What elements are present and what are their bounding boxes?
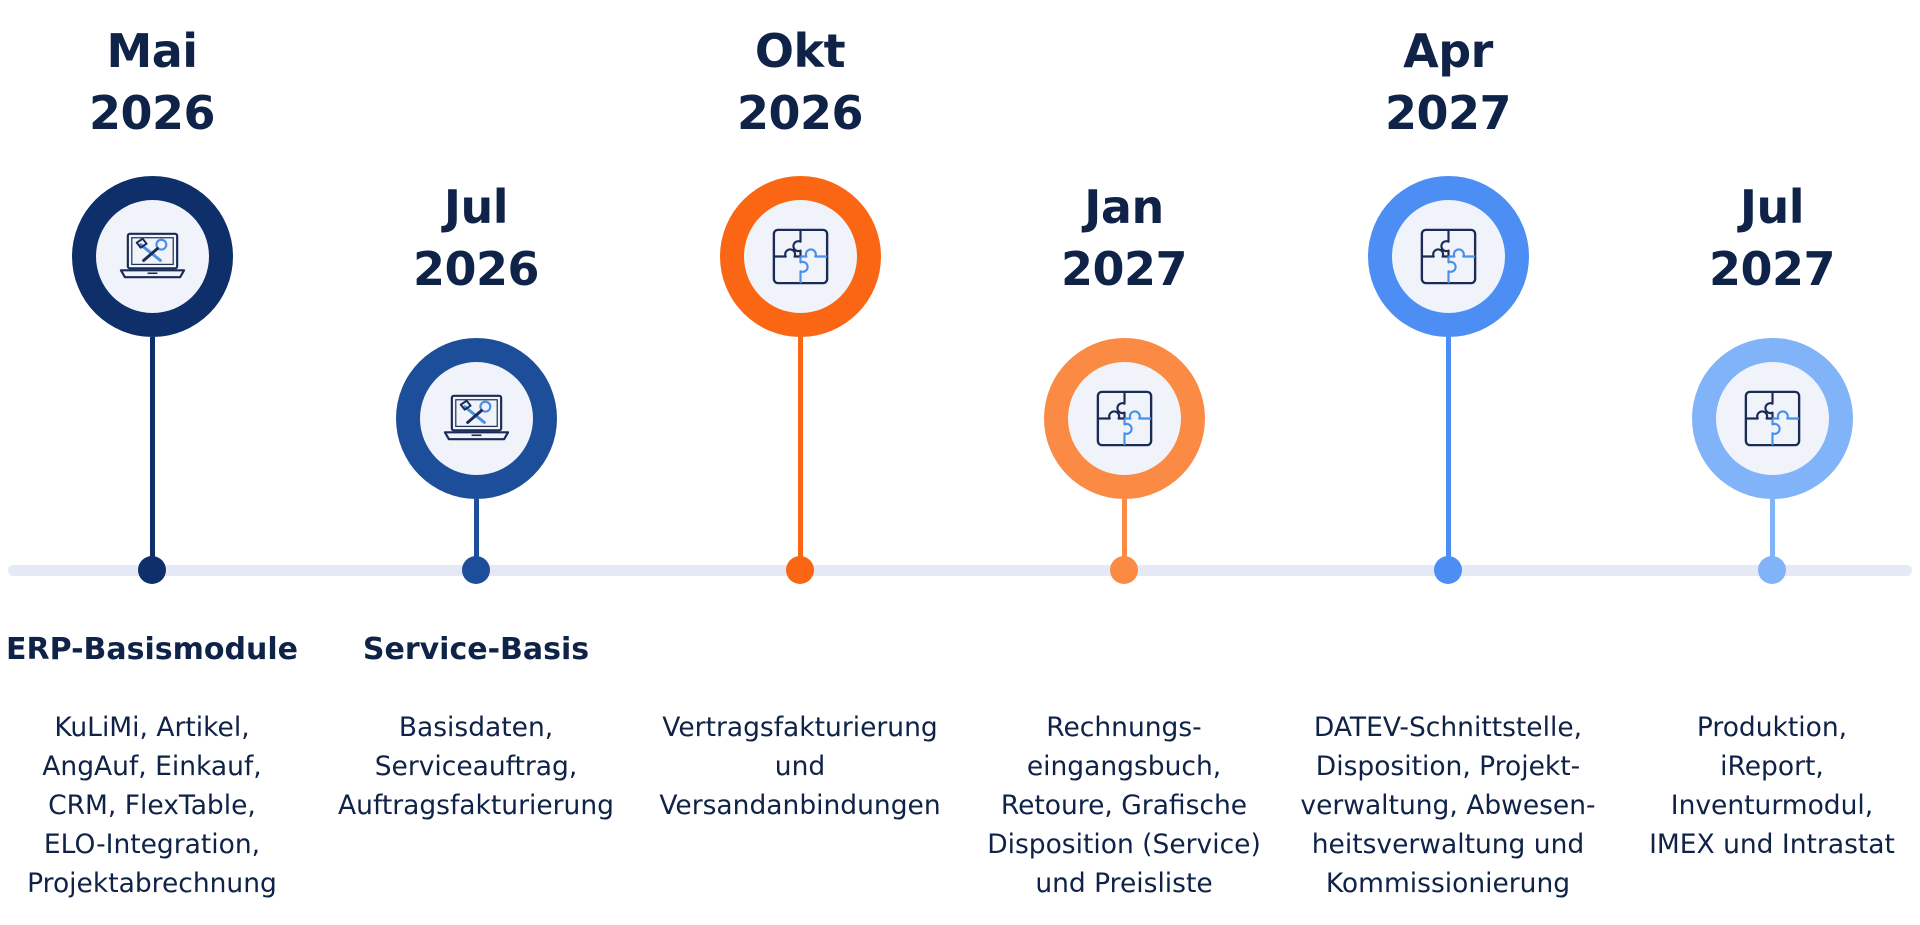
milestone-month: Apr [1403,24,1493,78]
milestone-description-line: ELO-Integration, [43,829,261,860]
milestone-connector [149,337,155,570]
milestone-icon-badge [419,362,533,475]
milestone-month: Jul [443,180,509,234]
milestone-month: Jan [1084,180,1164,234]
milestone-icon-badge [95,200,209,313]
milestone-description-line: KuLiMi, Artikel, [54,712,250,743]
milestone-dot [1110,556,1138,584]
milestone-year: 2026 [412,242,540,296]
puzzle-icon [1420,228,1476,285]
milestone-description-line: Disposition, Projekt- [1315,751,1581,782]
milestone-marker [1691,338,1853,499]
milestone-description-line: und Preisliste [1035,868,1213,899]
milestone-marker [395,338,557,499]
milestone-icon-badge [743,200,857,313]
milestone-year: 2027 [1384,86,1512,140]
milestone-marker [1043,338,1205,499]
milestone-description-line: Basisdaten, [398,712,554,743]
milestone-icon-badge [1715,362,1829,475]
puzzle-icon [1096,390,1152,447]
milestone-marker [1367,176,1529,337]
milestone-month: Jul [1739,180,1805,234]
milestone-icon-badge [1067,362,1181,475]
puzzle-icon [1744,390,1800,447]
milestone-connector [1445,337,1451,570]
milestone-description-line: Kommissionierung [1325,868,1571,899]
milestone-description: Rechnungs-eingangsbuch, Retoure, Grafisch… [969,708,1279,903]
milestone-description-line: Auftragsfakturierung [338,790,614,821]
milestone-marker [719,176,881,337]
milestone-description-line: verwaltung, Abwesen- [1300,790,1596,821]
milestone-description-line: Produktion, [1696,712,1848,743]
milestone-description-line: und [774,751,826,782]
milestone-title: Service-Basis [362,632,590,667]
milestone-description-line: Versandanbindungen [659,790,941,821]
milestone-date: Jul 2026 [316,176,636,300]
milestone-month: Mai [106,24,198,78]
milestone-connector [473,499,479,570]
milestone-dot [1434,556,1462,584]
milestone-description-line: Vertragsfakturierung [662,712,938,743]
milestone-description-line: IMEX und Intrastat [1649,829,1895,860]
milestone-description-line: Rechnungs- [1046,712,1202,743]
milestone-date: Mai 2026 [0,20,312,144]
timeline-axis [8,565,1912,576]
laptop-tools-icon [119,232,185,279]
milestone-description-line: heitsverwaltung und [1311,829,1585,860]
milestone-description-line: eingangsbuch, [1026,751,1222,782]
milestone-year: 2026 [736,86,864,140]
milestone-year: 2027 [1708,242,1836,296]
milestone-dot [1758,556,1786,584]
milestone-dot [138,556,166,584]
milestone-month: Okt [754,24,846,78]
milestone-date: Apr 2027 [1288,20,1608,144]
milestone-description-line: iReport, [1720,751,1824,782]
milestone-date: Jul 2027 [1612,176,1920,300]
milestone-dot [786,556,814,584]
milestone-date: Okt 2026 [640,20,960,144]
milestone-dot [462,556,490,584]
milestone-description-line: Inventurmodul, [1670,790,1874,821]
milestone-description-line: Projektabrechnung [27,868,277,899]
milestone-title: ERP-Basismodule [6,632,298,667]
milestone-description: Basisdaten, Serviceauftrag, Auftragsfaktur… [321,708,631,825]
milestone-connector [1769,499,1775,570]
milestone-description-line: Retoure, Grafische [1000,790,1248,821]
milestone-description-line: Disposition (Service) [987,829,1261,860]
puzzle-icon [772,228,828,285]
milestone-connector [1121,499,1127,570]
milestone-date: Jan 2027 [964,176,1284,300]
milestone-description-line: AngAuf, Einkauf, [42,751,262,782]
laptop-tools-icon [443,394,509,441]
milestone-year: 2027 [1060,242,1188,296]
milestone-icon-badge [1391,200,1505,313]
milestone-description: KuLiMi, Artikel, AngAuf, Einkauf, CRM, Fle… [0,708,307,903]
milestone-connector [797,337,803,570]
milestone-description-line: CRM, FlexTable, [48,790,256,821]
milestone-marker [71,176,233,337]
milestone-description-line: Serviceauftrag, [374,751,578,782]
milestone-description: DATEV-Schnittstelle, Disposition, Projekt… [1293,708,1603,903]
milestone-year: 2026 [88,86,216,140]
milestone-description-line: DATEV-Schnittstelle, [1313,712,1583,743]
milestone-description: Produktion, iReport, Inventurmodul, IMEX un… [1617,708,1920,864]
